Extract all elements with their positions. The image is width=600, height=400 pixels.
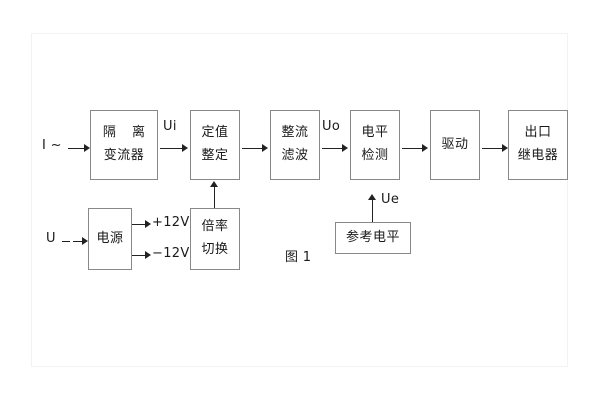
block-isolation-ct-line-2: 变流器 bbox=[103, 148, 145, 163]
connector-u-to-power bbox=[73, 241, 84, 242]
connector-level-to-drive bbox=[402, 148, 422, 149]
block-output-relay-line-2: 继电器 bbox=[517, 148, 559, 163]
block-level-detect: 电平 检测 bbox=[350, 110, 400, 180]
block-rectify-filter: 整流 滤波 bbox=[270, 110, 320, 180]
block-ratio-switch-line-2: 切换 bbox=[201, 242, 229, 257]
arrow-isolation-to-setting-icon bbox=[182, 144, 188, 152]
block-output-relay-line-1: 出口 bbox=[524, 125, 552, 141]
arrow-power-negative-icon bbox=[145, 251, 151, 259]
block-setting-value: 定值 整定 bbox=[190, 110, 240, 180]
arrow-reference-to-level-icon bbox=[368, 194, 376, 200]
block-isolation-ct-line-1: 隔 离 bbox=[102, 125, 152, 141]
block-rectify-filter-line-1: 整流 bbox=[281, 125, 309, 141]
arrow-ratio-to-setting-icon bbox=[210, 181, 218, 187]
connector-power-negative bbox=[132, 255, 148, 256]
connector-reference-to-level bbox=[372, 199, 373, 222]
arrow-power-positive-icon bbox=[145, 220, 151, 228]
connector-rectify-to-level bbox=[322, 148, 342, 149]
block-ratio-switch-line-1: 倍率 bbox=[201, 219, 229, 235]
arrow-rectify-to-level-icon bbox=[342, 144, 348, 152]
connector-ratio-to-setting bbox=[214, 186, 215, 208]
block-setting-value-line-1: 定值 bbox=[201, 125, 229, 141]
block-setting-value-line-2: 整定 bbox=[201, 148, 229, 163]
supply-positive-label: +12V bbox=[152, 215, 190, 230]
block-level-detect-line-2: 检测 bbox=[361, 148, 389, 163]
block-isolation-ct: 隔 离 变流器 bbox=[90, 110, 158, 180]
connector-power-positive bbox=[132, 224, 148, 225]
block-reference-level-line-1: 参考电平 bbox=[345, 229, 400, 245]
connector-u-lead-segment-1 bbox=[62, 241, 70, 242]
arrow-level-to-drive-icon bbox=[422, 144, 428, 152]
figure-frame bbox=[31, 33, 568, 367]
input-current-label: I ~ bbox=[42, 138, 62, 153]
signal-ui-label: Ui bbox=[163, 119, 177, 134]
block-power-supply: 电源 bbox=[88, 208, 132, 270]
connector-drive-to-output bbox=[482, 148, 502, 149]
input-voltage-label: U bbox=[46, 231, 56, 246]
supply-negative-label: −12V bbox=[152, 246, 190, 261]
signal-ue-label: Ue bbox=[381, 192, 400, 207]
arrow-input-to-isolation-icon bbox=[84, 144, 90, 152]
block-output-relay: 出口 继电器 bbox=[508, 110, 568, 180]
block-drive-line-1: 驱动 bbox=[441, 136, 469, 152]
block-level-detect-line-1: 电平 bbox=[361, 125, 389, 141]
signal-uo-label: Uo bbox=[322, 119, 341, 134]
figure-caption: 图 1 bbox=[285, 250, 312, 265]
block-rectify-filter-line-2: 滤波 bbox=[281, 148, 309, 163]
block-power-supply-line-1: 电源 bbox=[96, 230, 124, 246]
connector-input-to-isolation bbox=[68, 148, 84, 149]
connector-isolation-to-setting bbox=[160, 148, 182, 149]
block-drive: 驱动 bbox=[430, 110, 480, 180]
connector-setting-to-rectify bbox=[242, 148, 262, 149]
arrow-u-to-power-icon bbox=[82, 237, 88, 245]
block-reference-level: 参考电平 bbox=[335, 222, 411, 254]
block-ratio-switch: 倍率 切换 bbox=[190, 208, 240, 270]
arrow-drive-to-output-icon bbox=[502, 144, 508, 152]
arrow-setting-to-rectify-icon bbox=[262, 144, 268, 152]
